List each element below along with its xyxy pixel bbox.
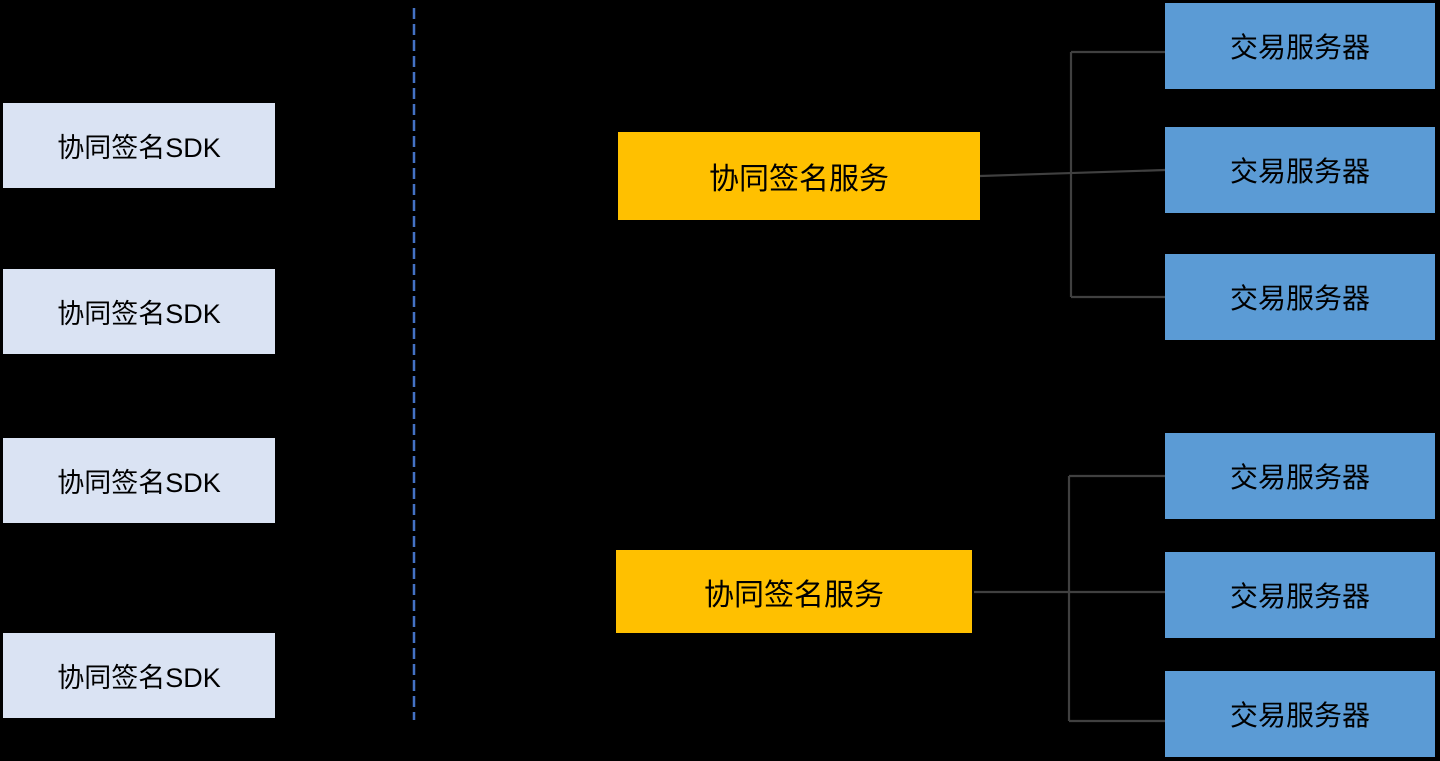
sdk-box-3: 协同签名SDK <box>3 438 275 523</box>
server-box-6-label: 交易服务器 <box>1229 700 1370 731</box>
sdk-box-2-label: 协同签名SDK <box>57 299 221 329</box>
sdk-box-1: 协同签名SDK <box>3 103 275 188</box>
server-box-5: 交易服务器 <box>1165 552 1435 638</box>
server-box-3: 交易服务器 <box>1165 254 1435 340</box>
connector-group-1 <box>979 50 1166 299</box>
service-box-2-label: 协同签名服务 <box>704 578 884 612</box>
sdk-box-3-label: 协同签名SDK <box>57 468 221 498</box>
sdk-box-2: 协同签名SDK <box>3 269 275 354</box>
server-box-2-label: 交易服务器 <box>1229 156 1370 187</box>
server-box-6: 交易服务器 <box>1165 671 1435 757</box>
server-box-4: 交易服务器 <box>1165 433 1435 519</box>
server-box-1: 交易服务器 <box>1165 3 1435 89</box>
server-box-1-label: 交易服务器 <box>1229 32 1370 63</box>
sdk-box-4: 协同签名SDK <box>3 633 275 718</box>
server-box-5-label: 交易服务器 <box>1229 581 1370 612</box>
service-box-2: 协同签名服务 <box>616 550 972 633</box>
sdk-box-1-label: 协同签名SDK <box>57 133 221 163</box>
service-box-1-label: 协同签名服务 <box>709 163 889 196</box>
connector-group-2 <box>974 474 1165 723</box>
server-box-4-label: 交易服务器 <box>1229 462 1370 493</box>
connector-service1-to-server2 <box>979 168 1166 178</box>
sdk-box-4-label: 协同签名SDK <box>57 663 221 693</box>
server-box-2: 交易服务器 <box>1165 127 1435 213</box>
service-box-1: 协同签名服务 <box>618 132 980 220</box>
server-box-3-label: 交易服务器 <box>1229 283 1370 314</box>
